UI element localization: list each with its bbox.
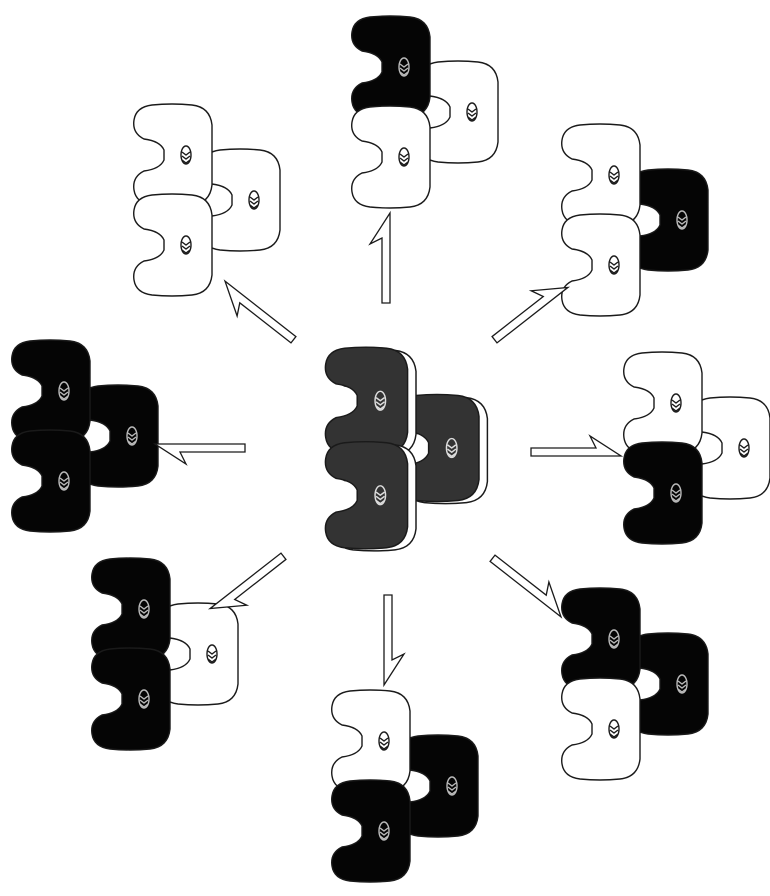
subunit-active xyxy=(629,168,709,272)
arrow-to-bottom xyxy=(383,594,405,686)
subunit-body xyxy=(133,103,213,207)
subunit-body xyxy=(561,587,641,691)
subunit-body xyxy=(351,105,431,209)
subunit-active xyxy=(399,734,479,838)
trimer-left xyxy=(11,339,159,533)
subunit-inactive xyxy=(419,60,499,164)
subunit-body xyxy=(629,168,709,272)
subunit-inactive xyxy=(133,103,213,207)
subunit-body xyxy=(79,384,159,488)
subunit-active xyxy=(11,339,91,443)
trimer-center xyxy=(324,346,489,552)
subunit-inactive xyxy=(133,193,213,297)
subunit-body xyxy=(324,440,409,550)
subunit-inactive xyxy=(201,148,281,252)
subunit-inactive xyxy=(159,602,239,706)
trimer-bottom-right xyxy=(561,587,709,781)
arrow-to-left xyxy=(154,443,246,465)
subunit-body xyxy=(623,351,703,455)
subunit-inactive xyxy=(561,677,641,781)
trimer-right xyxy=(623,351,770,545)
trimer-bottom xyxy=(331,689,479,883)
subunit-inactive xyxy=(351,105,431,209)
trimer-bottom-left xyxy=(91,557,239,751)
subunit-body xyxy=(11,339,91,443)
subunit-body xyxy=(351,15,431,119)
subunit-body xyxy=(623,441,703,545)
subunit-inactive xyxy=(623,351,703,455)
arrow-to-top xyxy=(369,212,391,304)
subunit-active xyxy=(91,647,171,751)
arrow-to-top-right xyxy=(484,271,569,344)
subunit-active xyxy=(91,557,171,661)
subunit-body xyxy=(561,213,641,317)
subunit-body xyxy=(629,632,709,736)
subunit-body xyxy=(91,557,171,661)
arrow-to-top-left xyxy=(212,280,297,353)
subunit-body xyxy=(133,193,213,297)
subunit-active xyxy=(79,384,159,488)
subunit-body xyxy=(561,677,641,781)
trimer-top-right xyxy=(561,123,709,317)
subunit-active xyxy=(351,15,431,119)
subunit-body xyxy=(91,647,171,751)
trimer-layer xyxy=(11,15,770,883)
arrow-to-right xyxy=(530,435,622,457)
subunit-body xyxy=(324,346,409,456)
subunit-active xyxy=(561,587,641,691)
trimer-top xyxy=(351,15,499,209)
subunit-body xyxy=(691,396,770,500)
subunit-inactive xyxy=(561,123,641,227)
subunit-inactive xyxy=(331,689,411,793)
subunit-body xyxy=(331,689,411,793)
subunit-active xyxy=(623,441,703,545)
trimer-top-left xyxy=(133,103,281,297)
subunit-mixed xyxy=(324,440,417,552)
subunit-active xyxy=(331,779,411,883)
subunit-inactive xyxy=(561,213,641,317)
subunit-body xyxy=(331,779,411,883)
subunit-body xyxy=(399,734,479,838)
subunit-body xyxy=(11,429,91,533)
subunit-active xyxy=(11,429,91,533)
subunit-body xyxy=(159,602,239,706)
subunit-body xyxy=(419,60,499,164)
subunit-body xyxy=(561,123,641,227)
subunit-inactive xyxy=(691,396,770,500)
subunit-mixed xyxy=(324,346,417,458)
subunit-body xyxy=(201,148,281,252)
arrow-to-bottom-right xyxy=(489,545,574,618)
subunit-active xyxy=(629,632,709,736)
